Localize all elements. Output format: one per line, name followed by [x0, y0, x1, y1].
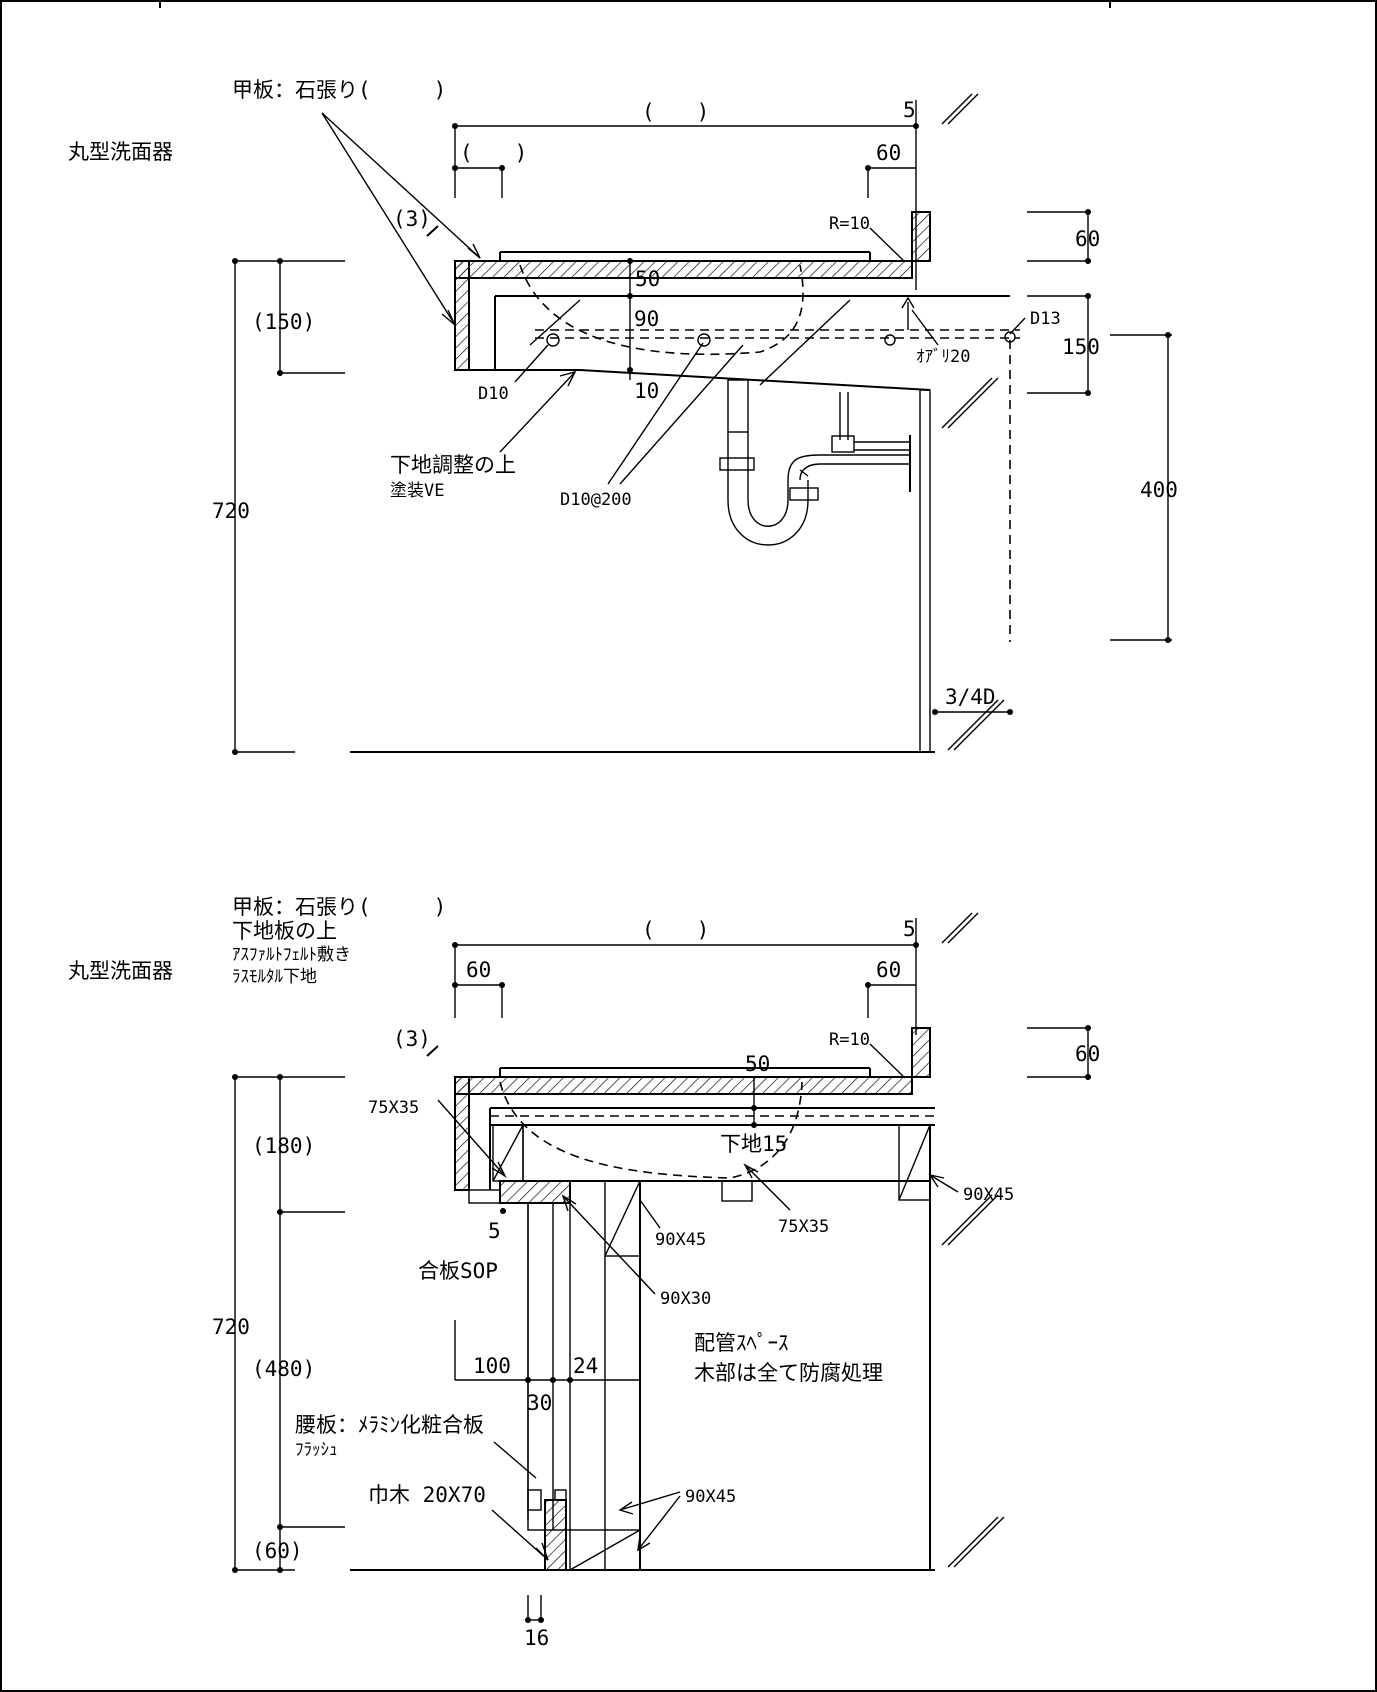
upper-h-400: 400	[1140, 478, 1178, 502]
upper-left-dimensions: 720 (150)	[212, 258, 345, 755]
lower-label-75x35-a: 75X35	[368, 1098, 419, 1118]
upper-top-note: 甲板：石張り( )	[232, 78, 446, 102]
upper-label-d13: D13	[1030, 309, 1061, 329]
lower-h-60-bottom: (60)	[252, 1539, 303, 1563]
lower-right-dimensions: 60	[1027, 1025, 1100, 1080]
lower-koshi-2: ﾌﾗｯｼｭ	[295, 1440, 338, 1460]
upper-d-10: 10	[634, 379, 659, 403]
upper-edge-5: 5	[903, 98, 916, 122]
upper-right-dimensions: 60 150 400 3/4D	[932, 209, 1178, 715]
lower-koshi-1: 腰板：ﾒﾗﾐﾝ化粧合板	[295, 1413, 484, 1437]
lower-section-drawing: 丸型洗面器 甲板：石張り( ) 下地板の上 ｱｽﾌｧﾙﾄﾌｪﾙﾄ敷き ﾗｽﾓﾙﾀ…	[68, 895, 1100, 1650]
lower-top-dimensions: ( ) 5 60 60	[452, 917, 919, 1035]
lower-annotations: 75X35 75X35 90X45 90X45 90X30 合板SOP 配管ｽﾍ…	[295, 1098, 1014, 1561]
upper-r10: R=10	[829, 214, 870, 234]
upper-label-d10at200: D10@200	[560, 490, 632, 510]
lower-counter: R=10	[454, 1027, 935, 1191]
lower-h-720: 720	[212, 1315, 250, 1339]
lower-label-90x45-b: 90X45	[655, 1230, 706, 1250]
upper-title: 丸型洗面器	[68, 140, 173, 164]
lower-note-2: 下地板の上	[232, 919, 337, 943]
lower-note-3: ｱｽﾌｧﾙﾄﾌｪﾙﾄ敷き	[232, 945, 351, 965]
upper-d-3: (3)	[393, 207, 431, 231]
upper-basin-and-pipes	[519, 264, 1020, 546]
upper-d-3-4: 3/4D	[945, 685, 996, 709]
lower-shita-15: 下地15	[720, 1132, 787, 1156]
upper-counter: R=10	[350, 211, 1010, 753]
upper-h-60: 60	[1075, 227, 1100, 251]
lower-framing	[350, 1081, 935, 1571]
upper-d-90: 90	[634, 307, 659, 331]
lower-d-3: (3)	[393, 1027, 431, 1051]
lower-label-75x35-b: 75X35	[778, 1217, 829, 1237]
lower-edge-5: 5	[903, 917, 916, 941]
upper-d-50: 50	[635, 267, 660, 291]
upper-annotations: D10 下地調整の上 塗装VE D10@200 ｵｱﾞﾘ20 D13	[390, 296, 1061, 510]
upper-paint-1: 下地調整の上	[390, 453, 516, 477]
lower-d-16: 16	[524, 1626, 549, 1650]
lower-overall-dim: ( )	[642, 918, 709, 942]
lower-right-60-dim: 60	[876, 958, 901, 982]
upper-paint-2: 塗装VE	[390, 480, 444, 501]
lower-d-30: 30	[527, 1391, 552, 1415]
lower-d-100: 100	[473, 1354, 511, 1378]
lower-h-480: (480)	[252, 1357, 315, 1381]
lower-label-90x30: 90X30	[660, 1289, 711, 1309]
lower-title: 丸型洗面器	[68, 959, 173, 983]
upper-wall	[941, 93, 1005, 751]
lower-note-1: 甲板：石張り( )	[232, 895, 446, 919]
upper-label-d10: D10	[478, 384, 509, 404]
lower-small-dimensions: (3) 50 下地15 5 100 24 30 16	[393, 1027, 787, 1650]
upper-left-paren-dim: ( )	[460, 141, 527, 165]
upper-section-drawing: 丸型洗面器 甲板：石張り( ) ( ) 5 ( ) 60	[68, 78, 1178, 755]
lower-h-180: (180)	[252, 1134, 315, 1158]
upper-h-150-left: (150)	[252, 310, 315, 334]
lower-habaki: 巾木 20X70	[368, 1483, 486, 1507]
lower-h-60: 60	[1075, 1042, 1100, 1066]
upper-right-60-dim: 60	[876, 141, 901, 165]
lower-r10: R=10	[829, 1030, 870, 1050]
lower-piping-1: 配管ｽﾍﾟｰｽ	[694, 1331, 789, 1355]
upper-h-720: 720	[212, 499, 250, 523]
lower-wall	[929, 912, 1005, 1570]
lower-piping-2: 木部は全て防腐処理	[694, 1361, 883, 1385]
lower-left-60-dim: 60	[466, 958, 491, 982]
lower-label-plywood: 合板SOP	[418, 1259, 498, 1283]
upper-center-dimensions: 50 90 10 (3)	[393, 207, 660, 403]
lower-note-4: ﾗｽﾓﾙﾀﾙ下地	[232, 967, 317, 987]
lower-label-90x45-c: 90X45	[685, 1487, 736, 1507]
lower-d-50: 50	[745, 1052, 770, 1076]
lower-left-dimensions: 720 (180) (480) (60)	[212, 1074, 345, 1573]
lower-label-90x45-a: 90X45	[963, 1185, 1014, 1205]
upper-overall-dim: ( )	[642, 100, 709, 124]
upper-label-aori: ｵｱﾞﾘ20	[916, 347, 970, 367]
lower-d-5: 5	[488, 1219, 501, 1243]
lower-d-24: 24	[573, 1354, 598, 1378]
upper-h-150: 150	[1062, 335, 1100, 359]
upper-top-dimensions: ( ) 5 ( ) 60	[452, 98, 919, 290]
